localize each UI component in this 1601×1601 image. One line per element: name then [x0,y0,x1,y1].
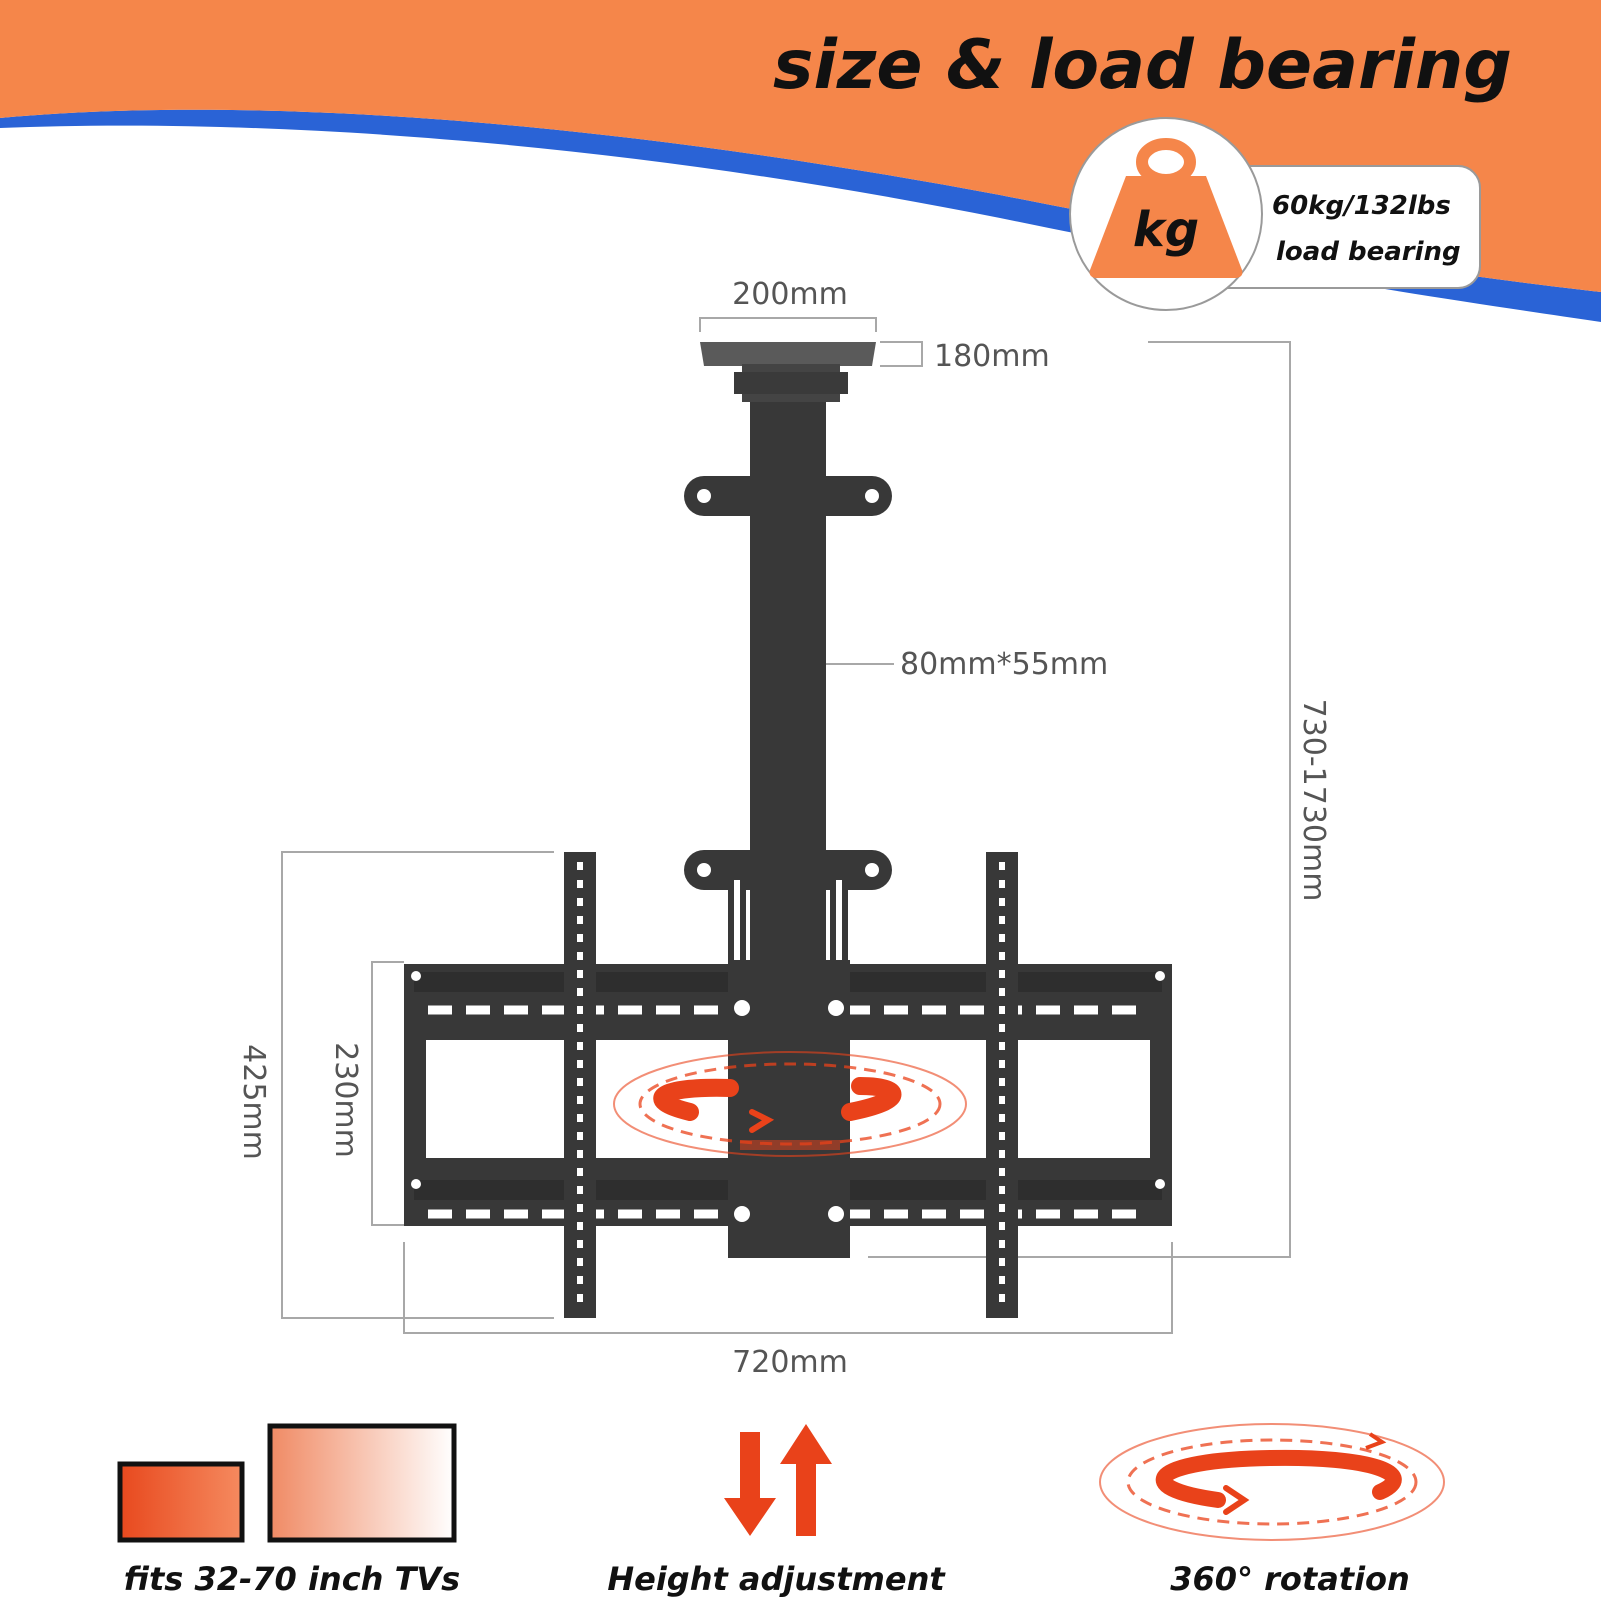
ceiling-plate [700,342,876,366]
feature-label-height: Height adjustment [607,1560,946,1598]
frame-width-label: 720mm [732,1345,848,1380]
plate-width-label: 200mm [732,277,848,312]
tv-arm-left [564,852,596,1318]
height-arrows-icon [724,1424,832,1536]
lower-clamp [684,850,892,968]
dimension-labels: 200mm 180mm 80mm*55mm 730-1730mm 425mm 2… [236,277,1331,1380]
plate-depth-label: 180mm [934,339,1050,374]
load-capacity: 60kg/132lbs [1272,191,1451,221]
feature-label-rotation: 360° rotation [1170,1560,1410,1598]
page-title: size & load bearing [773,26,1512,105]
feature-height: Height adjustment [607,1424,946,1598]
upper-clamp [684,476,892,516]
feature-rotation: 360° rotation [1099,1423,1445,1598]
tv-arm-right [986,852,1018,1318]
tv-size-icon [117,1423,457,1543]
feature-label-tv-size: fits 32-70 inch TVs [124,1560,460,1598]
ceiling-mount [404,342,1172,1318]
rotation-indicator [613,1051,967,1157]
bracket-height-label: 425mm [236,1044,271,1160]
pole-section-label: 80mm*55mm [900,647,1108,682]
weight-icon-label: kg [1133,202,1199,258]
load-badge: kg 60kg/132lbs load bearing [1069,117,1481,311]
load-caption: load bearing [1276,237,1461,267]
height-range-label: 730-1730mm [1296,699,1331,902]
feature-tv-size: fits 32-70 inch TVs [117,1423,460,1598]
weight-icon: kg [1089,138,1243,278]
frame-height-label: 230mm [328,1042,363,1158]
rotation-icon [1099,1423,1445,1541]
